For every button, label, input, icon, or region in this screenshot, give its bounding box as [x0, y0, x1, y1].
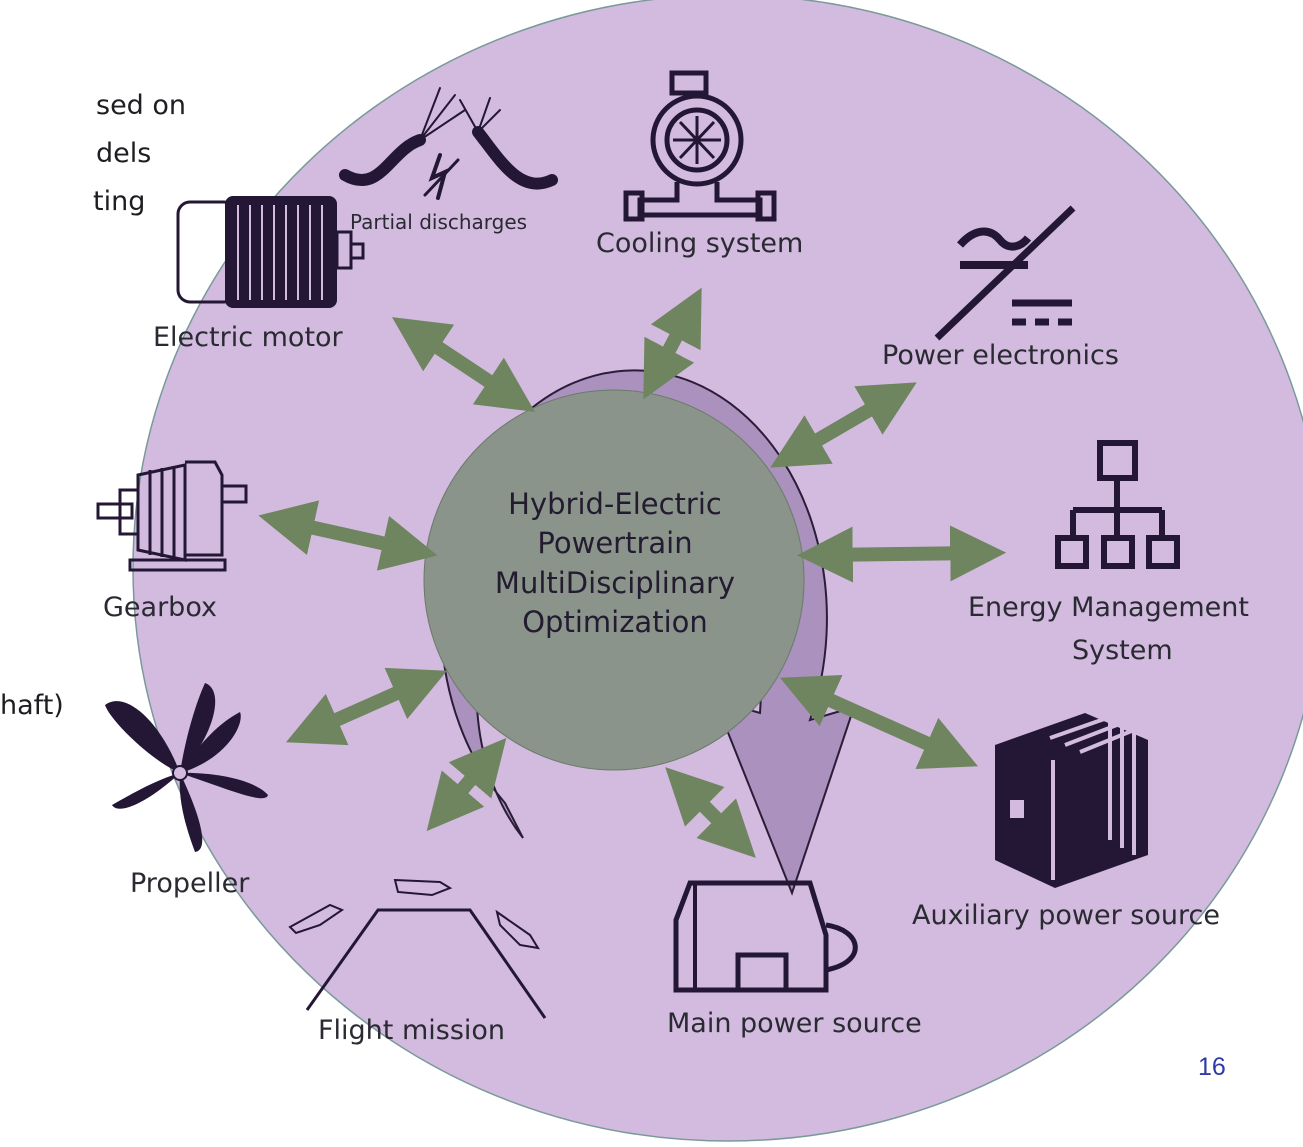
- link-arrow-propeller: [285, 667, 448, 746]
- link-arrow-flight-mission: [426, 737, 507, 832]
- label-main-power-source: Main power source: [667, 1008, 922, 1039]
- center-title-line-1: Hybrid-Electric: [508, 487, 722, 521]
- gearbox-icon: [96, 460, 248, 572]
- center-title-line-2: Powertrain: [537, 526, 693, 561]
- clipped-text-line-4: haft): [0, 690, 64, 721]
- link-arrow-electric-motor: [392, 317, 535, 412]
- label-auxiliary-power-source: Auxiliary power source: [912, 900, 1220, 931]
- page-number: 16: [1198, 1053, 1226, 1081]
- propeller-icon: [105, 683, 268, 852]
- electric-motor-icon: [176, 196, 365, 308]
- center-title-line-3: MultiDisciplinary: [494, 565, 736, 600]
- clipped-text-line-3: ting: [93, 186, 146, 217]
- label-propeller: Propeller: [130, 868, 250, 899]
- label-power-electronics: Power electronics: [882, 340, 1119, 371]
- flight-profile-icon: [288, 878, 547, 1019]
- clipped-text-line-1: sed on: [96, 90, 187, 121]
- link-arrow-main-power: [665, 767, 756, 858]
- label-partial-discharges: Partial discharges: [350, 210, 528, 234]
- link-arrow-energy-management: [796, 525, 1007, 583]
- engine-icon: [673, 880, 858, 993]
- link-arrow-auxiliary-power: [779, 675, 979, 769]
- link-arrow-gearbox: [258, 500, 438, 571]
- link-arrow-power-electronics: [770, 382, 917, 468]
- center-title-line-4: Optimization: [522, 605, 708, 640]
- ac-dc-converter-icon: [934, 205, 1076, 341]
- battery-pack-icon: [995, 713, 1148, 888]
- label-cooling-system: Cooling system: [596, 228, 804, 259]
- hierarchy-icon: [1055, 440, 1180, 569]
- label-gearbox: Gearbox: [103, 592, 217, 623]
- clipped-text-line-2: dels: [96, 138, 152, 169]
- label-electric-motor: Electric motor: [153, 322, 343, 353]
- center-title: Hybrid-Electric Powertrain MultiDiscipli…: [430, 485, 800, 643]
- label-energy-management-line-2: System: [1072, 635, 1173, 666]
- broken-cable-icon: [339, 87, 558, 200]
- link-arrow-cooling-system: [643, 287, 702, 400]
- label-flight-mission: Flight mission: [318, 1015, 506, 1046]
- label-energy-management: Energy Management: [968, 592, 1249, 623]
- pump-icon: [623, 70, 777, 222]
